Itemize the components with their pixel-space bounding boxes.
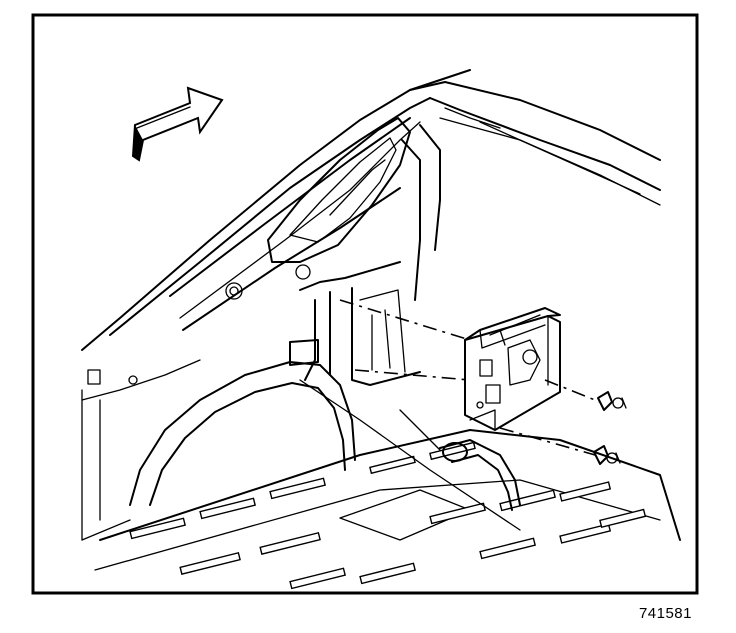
rear-pillar bbox=[81, 69, 471, 351]
direction-arrow-icon bbox=[131, 86, 224, 162]
mounting-panel bbox=[289, 261, 421, 386]
figure-identifier: 741581 bbox=[638, 605, 692, 622]
floor-ribs bbox=[129, 441, 647, 590]
wheel-well bbox=[81, 359, 356, 541]
alignment-lines bbox=[339, 299, 601, 456]
fastener-icon bbox=[593, 445, 621, 465]
figure-frame bbox=[31, 13, 699, 595]
fastener-icon bbox=[597, 391, 627, 411]
roof-structure bbox=[401, 81, 661, 301]
control-module bbox=[464, 307, 561, 431]
wiring-harness bbox=[299, 379, 521, 531]
